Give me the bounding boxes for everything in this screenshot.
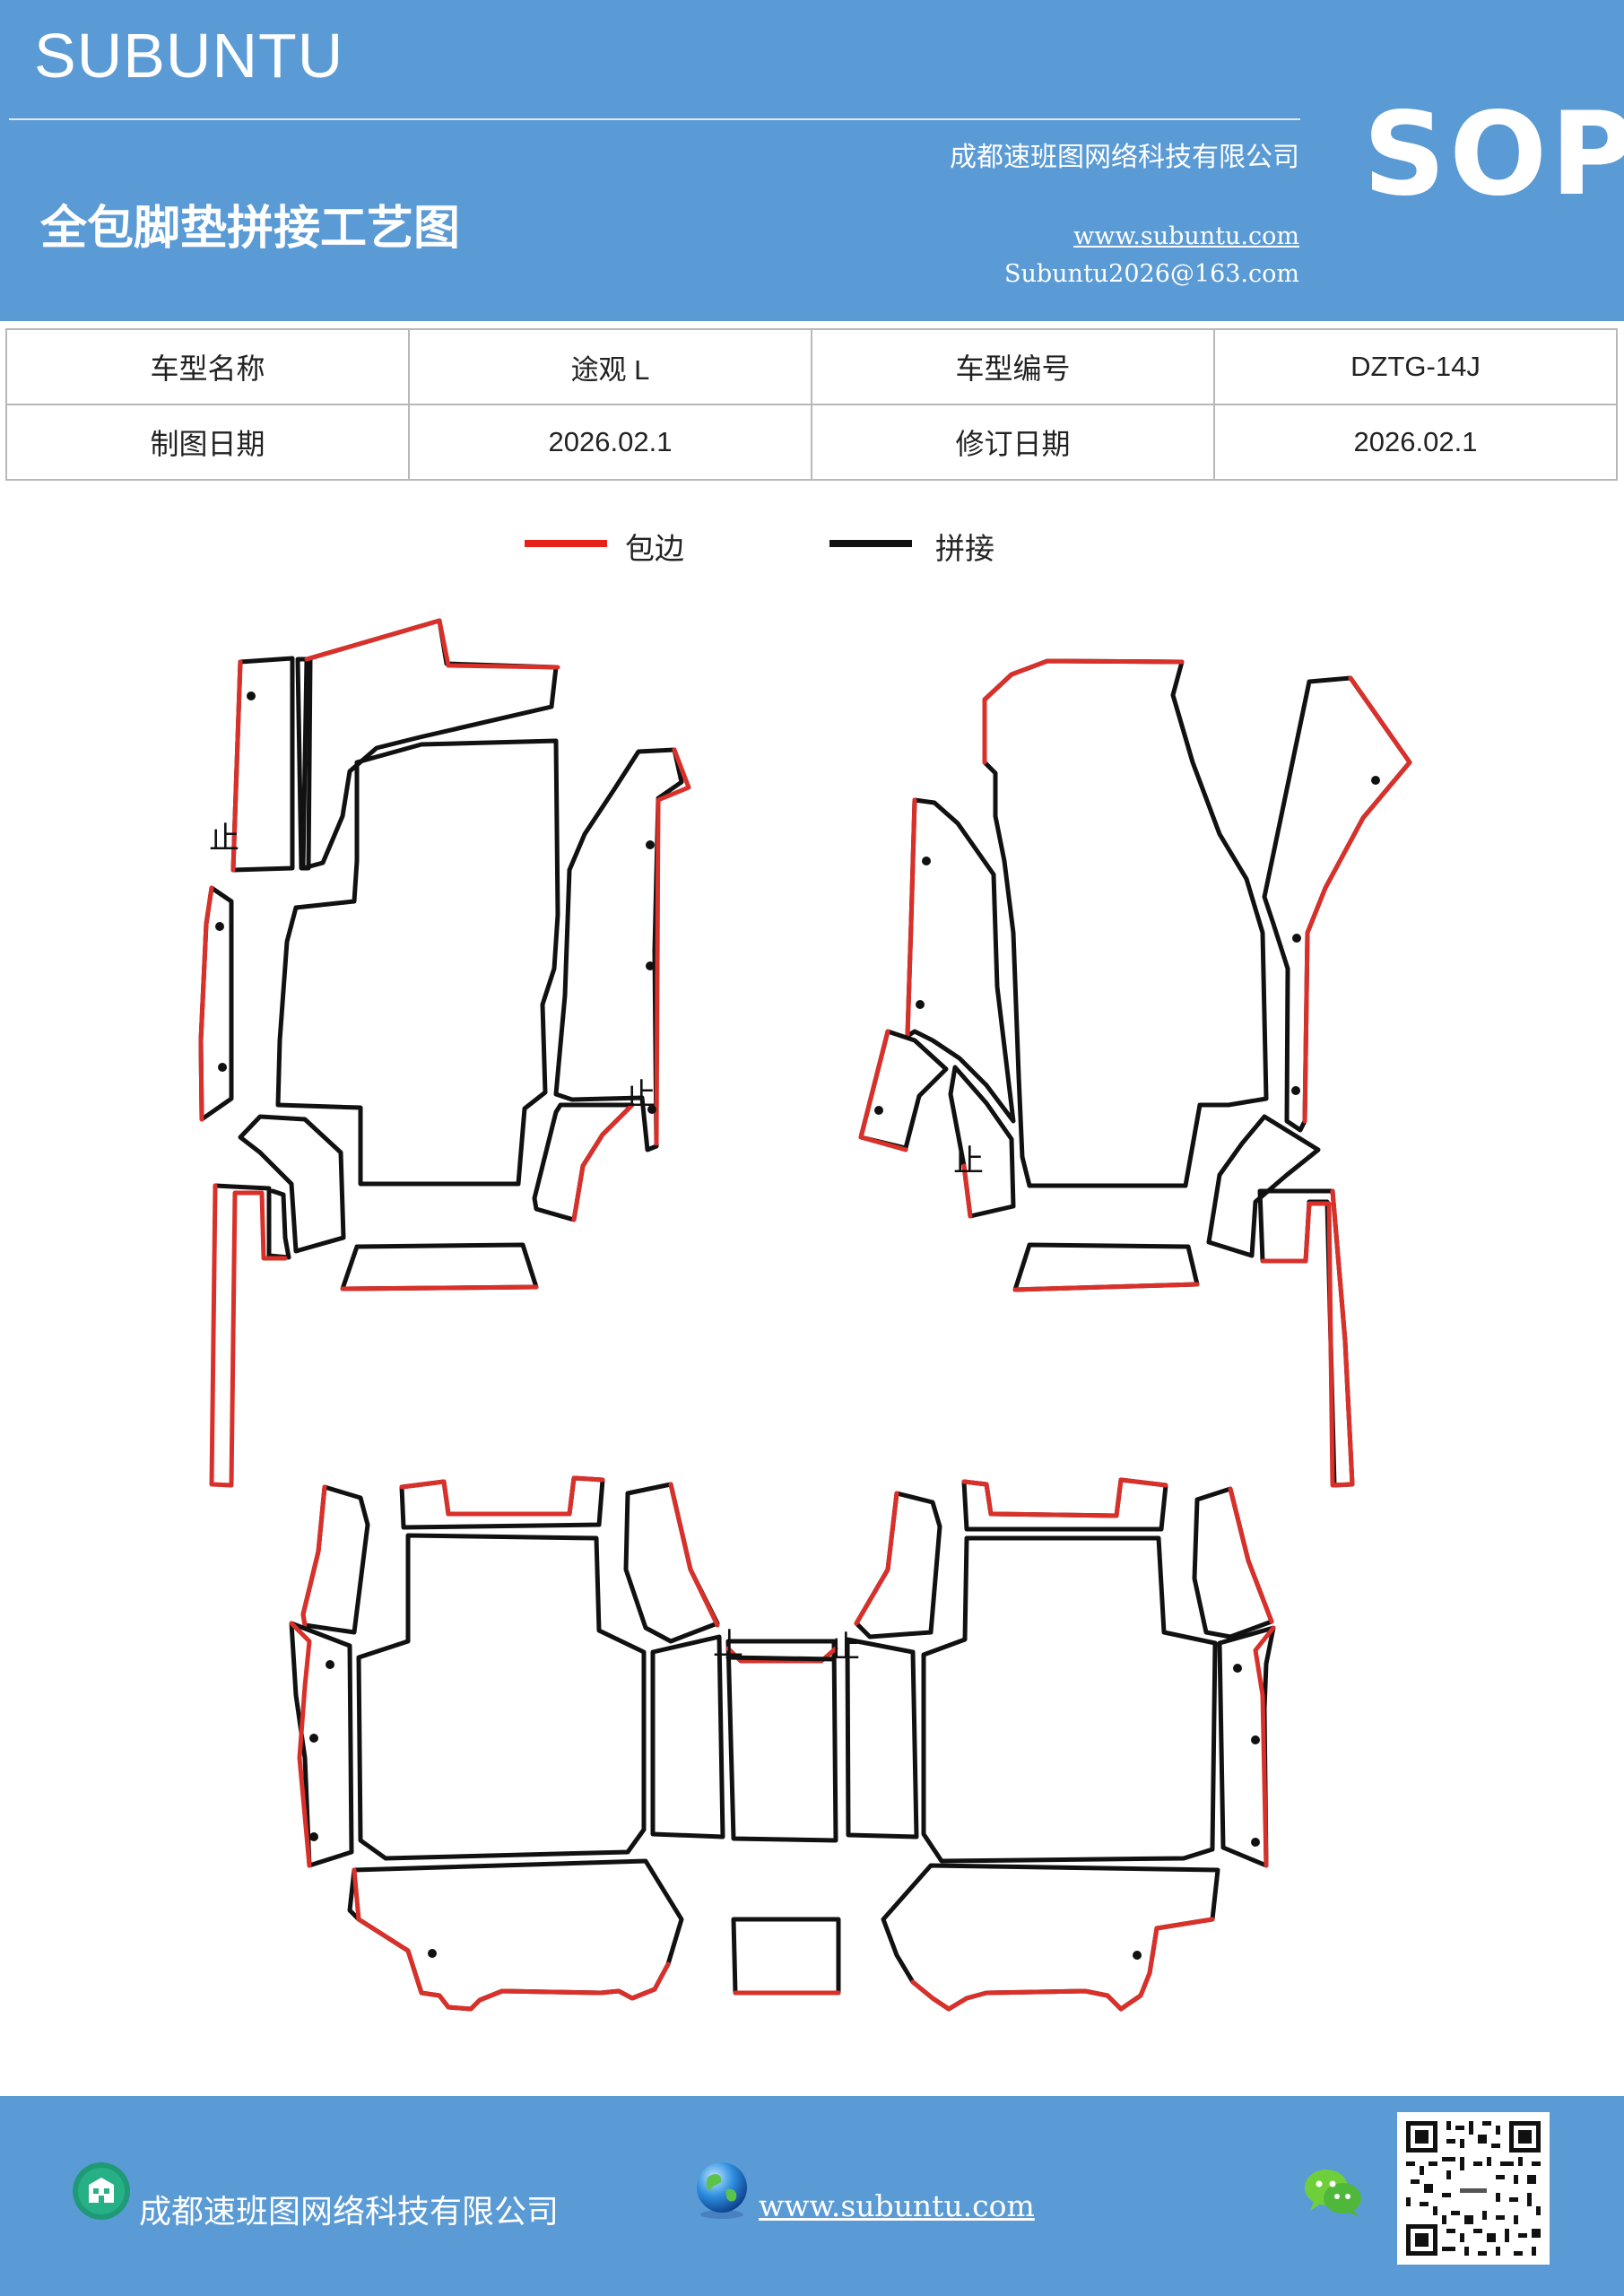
brand-name: SUBUNTU bbox=[34, 21, 344, 91]
rear-left-mat-group bbox=[289, 1475, 725, 2012]
fl-lower-strip bbox=[213, 1183, 291, 1260]
stop-marker: 止 bbox=[625, 1077, 656, 1113]
globe-icon bbox=[697, 2162, 747, 2219]
center-tunnel-group bbox=[725, 1639, 841, 1996]
footer-company-name: 成都速班图网络科技有限公司 bbox=[139, 2194, 560, 2231]
website-link[interactable]: www.subuntu.com bbox=[1073, 222, 1299, 250]
rr-inner-strip bbox=[845, 1637, 919, 1839]
front-left-mat-group bbox=[198, 618, 691, 1488]
revision-date-label: 修订日期 bbox=[811, 404, 1215, 481]
rl-inner-strip bbox=[650, 1634, 725, 1839]
fl-right-sill bbox=[553, 747, 684, 1152]
footer-banner: 成都速班图网络科技有限公司 www.subuntu.com bbox=[0, 2096, 1624, 2296]
fl-strip-left bbox=[230, 656, 295, 873]
front-right-mat-group bbox=[858, 658, 1412, 1488]
table-row: 车型名称 途观 L 车型编号 DZTG-14J bbox=[5, 328, 1618, 405]
fl-heel-pad bbox=[340, 1242, 539, 1292]
rl-bottom-pad bbox=[347, 1858, 684, 2012]
header-divider bbox=[9, 118, 1300, 120]
wechat-icon bbox=[1305, 2170, 1361, 2217]
qr-code[interactable] bbox=[1397, 2112, 1550, 2265]
rl-right-wedge bbox=[623, 1482, 720, 1644]
stop-marker: 止 bbox=[713, 1627, 743, 1663]
rr-left-wedge bbox=[854, 1491, 942, 1639]
model-name-label: 车型名称 bbox=[5, 328, 410, 405]
floor-mat-diagram: 止 止 止 止 止 bbox=[198, 618, 1412, 2012]
model-name-value: 途观 L bbox=[408, 328, 812, 405]
footer-website-link[interactable]: www.subuntu.com bbox=[759, 2188, 1035, 2223]
sop-badge: SOP bbox=[1363, 88, 1624, 222]
company-name: 成都速班图网络科技有限公司 bbox=[950, 142, 1299, 173]
model-code-label: 车型编号 bbox=[811, 328, 1215, 405]
rl-left-wedge bbox=[300, 1484, 370, 1635]
fastener-dots bbox=[215, 691, 1380, 1960]
legend-item-seam: 拼接 bbox=[829, 525, 1027, 570]
fl-main-panel bbox=[275, 738, 560, 1187]
vehicle-info-table: 车型名称 途观 L 车型编号 DZTG-14J 制图日期 2026.02.1 修… bbox=[5, 328, 1618, 481]
rr-bottom-pad bbox=[881, 1863, 1220, 2012]
rl-main-panel bbox=[356, 1533, 647, 1861]
stop-marker: 止 bbox=[209, 821, 239, 857]
fl-lower-left bbox=[238, 1114, 346, 1254]
tunnel-panel bbox=[725, 1639, 838, 1843]
fr-top-panel bbox=[982, 658, 1269, 1188]
fr-right-sill bbox=[1262, 675, 1412, 1133]
header-banner: SUBUNTU 成都速班图网络科技有限公司 全包脚垫拼接工艺图 www.subu… bbox=[0, 0, 1624, 321]
fr-sill-lower-right bbox=[1206, 1114, 1321, 1258]
model-code-value: DZTG-14J bbox=[1213, 328, 1618, 405]
building-icon bbox=[73, 2162, 130, 2220]
draw-date-value: 2026.02.1 bbox=[408, 404, 812, 481]
legend-label-edge: 包边 bbox=[625, 531, 684, 566]
document-title: 全包脚垫拼接工艺图 bbox=[40, 201, 461, 256]
stop-marker: 止 bbox=[953, 1144, 984, 1179]
stop-marker: 止 bbox=[829, 1630, 860, 1665]
revision-date-value: 2026.02.1 bbox=[1213, 404, 1618, 481]
rr-main-panel bbox=[921, 1535, 1218, 1864]
legend-swatch-red bbox=[525, 540, 607, 547]
legend-label-seam: 拼接 bbox=[935, 531, 994, 566]
rr-top-strip bbox=[961, 1477, 1168, 1532]
rear-right-mat-group bbox=[845, 1477, 1276, 2012]
tunnel-lower-strip bbox=[725, 1655, 837, 1662]
rr-right-wedge bbox=[1192, 1486, 1274, 1639]
legend-swatch-black bbox=[829, 540, 912, 547]
tunnel-bottom-pad bbox=[731, 1917, 841, 1996]
draw-date-label: 制图日期 bbox=[5, 404, 410, 481]
legend-item-edge: 包边 bbox=[525, 525, 722, 570]
table-row: 制图日期 2026.02.1 修订日期 2026.02.1 bbox=[5, 404, 1618, 481]
fr-inner-strip bbox=[948, 1065, 1016, 1219]
email-address: Subuntu2026@163.com bbox=[1004, 260, 1299, 288]
